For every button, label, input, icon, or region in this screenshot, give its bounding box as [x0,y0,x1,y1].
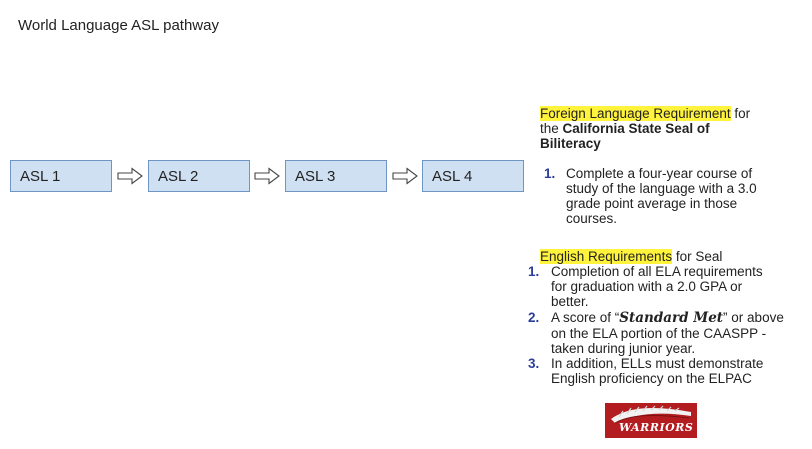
foreign-heading-line2: the California State Seal of [540,121,710,136]
list-item-line: for graduation with a 2.0 GPA or [551,279,743,294]
seal-name-cont: Biliteracy [540,136,601,151]
foreign-heading-prefix: the [540,121,563,136]
pathway-step-label: ASL 1 [20,167,61,185]
list-item-line: In addition, ELLs must demonstrate [551,356,764,371]
page-title: World Language ASL pathway [18,17,219,34]
list-item-line: taken during junior year. [551,341,696,356]
list-item: Completion of all ELA requirements for g… [551,264,763,309]
foreign-heading: Foreign Language Requirement for [540,106,750,121]
list-item-line: A score of “Standard Met” or above [551,310,784,326]
english-heading: English Requirements for Seal [540,249,722,264]
right-arrow-icon [254,167,280,185]
warriors-logo: WARRIORS [605,403,697,438]
pathway-step-asl3: ASL 3 [285,160,387,192]
list-number: 3. [528,356,540,371]
score-suffix: ” or above [723,310,784,325]
list-item-line: Complete a four-year course of [566,166,753,181]
list-item-line: English proficiency on the ELPAC [551,371,752,386]
logo-text: WARRIORS [619,421,694,434]
score-prefix: A score of “ [551,310,620,325]
pathway-step-label: ASL 4 [432,167,473,185]
right-arrow-icon [392,167,418,185]
list-item: Complete a four-year course of study of … [566,166,757,226]
foreign-heading-highlight: Foreign Language Requirement [540,106,731,121]
pathway-step-asl2: ASL 2 [148,160,250,192]
pathway-step-asl4: ASL 4 [422,160,524,192]
pathway-step-label: ASL 3 [295,167,336,185]
list-item-line: grade point average in those [566,196,738,211]
standard-met-text: Standard Met [619,310,724,326]
list-number: 1. [528,264,540,279]
list-item-line: better. [551,294,589,309]
list-item-line: study of the language with a 3.0 [566,181,757,196]
list-number: 2. [528,310,540,325]
english-heading-highlight: English Requirements [540,249,673,264]
foreign-heading-rest: for [730,106,751,121]
list-item: A score of “Standard Met” or above on th… [551,310,784,356]
list-item-line: courses. [566,211,618,226]
headdress-icon [611,405,691,424]
pathway-step-label: ASL 2 [158,167,199,185]
list-item-line: Completion of all ELA requirements [551,264,763,279]
pathway-step-asl1: ASL 1 [10,160,112,192]
list-item: In addition, ELLs must demonstrate Engli… [551,356,763,386]
list-number: 1. [544,166,556,181]
foreign-heading-line3: Biliteracy [540,136,601,151]
list-item-line: on the ELA portion of the CAASPP - [551,326,767,341]
english-heading-rest: for Seal [672,249,723,264]
right-arrow-icon [117,167,143,185]
seal-name: California State Seal of [562,121,710,136]
